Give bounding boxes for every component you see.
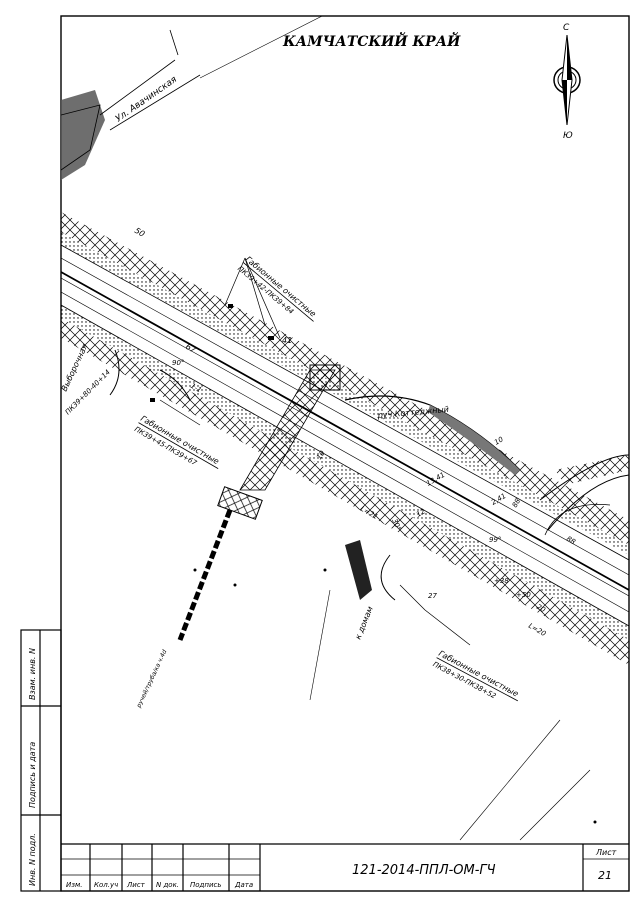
to-houses-label: к домам bbox=[354, 605, 375, 641]
north-letter: С bbox=[563, 23, 570, 33]
south-letter: Ю bbox=[563, 131, 573, 141]
dim-10a: 10 bbox=[315, 449, 327, 461]
dim-50b: +50 bbox=[516, 591, 531, 599]
side-stamp bbox=[20, 629, 62, 892]
dim-88a: 88 bbox=[511, 497, 523, 509]
col-izm: Изм. bbox=[66, 881, 82, 889]
col-ndoc: N док. bbox=[156, 881, 179, 889]
dim-10b: 10 bbox=[493, 435, 505, 447]
col-kol: Кол.уч bbox=[94, 881, 118, 889]
dim-90: 90° bbox=[172, 359, 184, 367]
dim-88b: 88 bbox=[565, 535, 577, 547]
dim-27: 27 bbox=[428, 592, 437, 600]
document-code: 121-2014-ППЛ-ОМ-ГЧ bbox=[352, 863, 496, 878]
replace-inv-label: Взам. инв. N bbox=[28, 648, 37, 700]
col-list: Лист bbox=[126, 881, 146, 889]
compass-rose-icon bbox=[553, 34, 581, 126]
slope-label: Выборочная bbox=[60, 342, 90, 392]
title-block bbox=[61, 843, 629, 891]
dim-38: +38 bbox=[494, 577, 509, 585]
dim-l20: L=20 bbox=[527, 622, 548, 639]
sign-date-label: Подпись и дата bbox=[28, 742, 37, 808]
dim-2-41: 2,41 bbox=[490, 492, 508, 507]
dim-20: 20 bbox=[535, 603, 547, 615]
dim-99: 99° bbox=[489, 536, 501, 544]
trench-callout-3: Габионные очистные ПК38+30-ПК38+52 bbox=[431, 649, 520, 702]
col-data: Дата bbox=[234, 881, 253, 889]
street-label: Ул. Авачинская bbox=[114, 74, 179, 124]
dim-50: 50 bbox=[133, 226, 146, 239]
dim-41: 41 bbox=[282, 336, 292, 345]
title-block-columns: Изм. Кол.уч Лист N док. Подпись Дата bbox=[66, 881, 253, 889]
sheet-number: 21 bbox=[598, 869, 612, 882]
dim-12: 12 bbox=[415, 507, 427, 519]
inv-no-label: Инв. N подл. bbox=[28, 833, 37, 886]
creek-pipe-label: ручей/труба/ка ч.4d bbox=[135, 649, 168, 710]
plan-drawing bbox=[61, 16, 629, 841]
col-podpis: Подпись bbox=[190, 881, 222, 889]
sheet-label: Лист bbox=[595, 848, 617, 857]
trench-title: Габионные очистные bbox=[244, 255, 318, 319]
drawing-frame bbox=[60, 15, 630, 892]
region-title: КАМЧАТСКИЙ КРАЙ bbox=[282, 31, 461, 50]
